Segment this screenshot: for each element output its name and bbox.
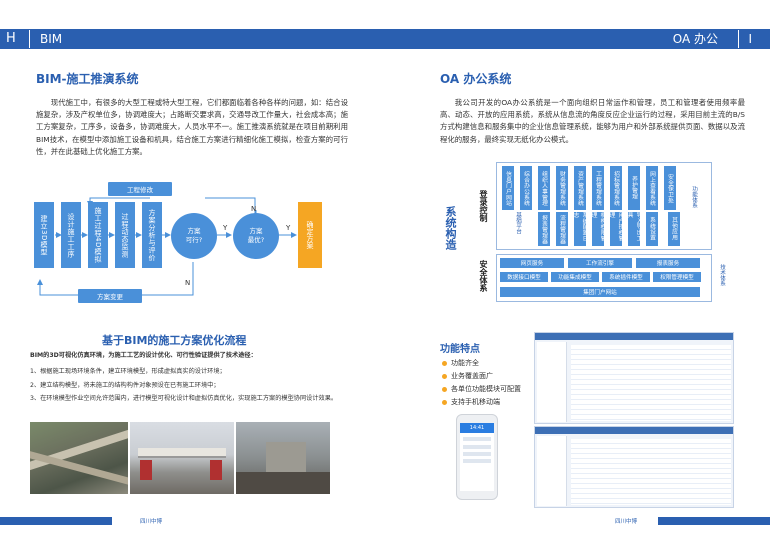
arch-bcol-4: 机构权限管理 <box>590 212 605 246</box>
bim-opt-item-2: 2、建立结构模型，将未施工的结构构件对象预设在已有施工环境中； <box>30 382 220 389</box>
feature-text-4: 支持手机移动端 <box>451 398 500 406</box>
arch-col-1: 信息门户网站 <box>502 166 514 210</box>
arch-system-structure: 系统构造 <box>444 206 457 250</box>
flow-step-2: 设计施工工序 <box>61 202 81 268</box>
flow-yes-label-1: Y <box>223 224 228 232</box>
arch-col-8: 养护管理 <box>628 166 640 210</box>
arch-row2-d: 权限管理模型 <box>653 272 701 282</box>
left-footer-text: 四川中博 <box>140 519 163 525</box>
arch-tech-frame <box>496 254 712 302</box>
bim-flow-diagram: 工程修改 建立3D模型 设计施工工序 施工过程4D模拟 过程动态监测 方案分析与… <box>30 180 330 308</box>
arch-row1-b: 工作流引擎 <box>568 258 632 268</box>
right-footer-text: 四川中博 <box>615 519 638 525</box>
flow-step-4: 过程动态监测 <box>115 202 135 268</box>
bullet-dot-icon <box>442 373 447 379</box>
construction-photo-1 <box>30 422 128 494</box>
flow-no-label-1: N <box>251 205 257 213</box>
phone-mockup: 14:41 <box>456 414 498 500</box>
left-footer: 四川中博 <box>0 517 385 525</box>
feature-item-4: 支持手机移动端 <box>442 397 500 407</box>
oa-section-title: OA 办公系统 <box>440 72 512 86</box>
flow-final-plan: 确定方案 <box>298 202 322 268</box>
bim-optimization-title: 基于BIM的施工方案优化流程 <box>102 334 247 347</box>
right-page-letter: I <box>748 32 752 46</box>
feature-text-2: 业务覆盖面广 <box>451 372 493 380</box>
feature-item-1: 功能齐全 <box>442 358 479 368</box>
left-header-title: BIM <box>40 32 63 46</box>
phone-clock: 14:41 <box>460 423 494 433</box>
arch-login-control: 登录控制 <box>479 190 488 222</box>
arch-security-system: 安全体系 <box>479 260 488 292</box>
oa-screenshot-2 <box>534 426 734 508</box>
bullet-dot-icon <box>442 399 447 405</box>
arch-bcol-7: 系统设置 <box>646 212 658 246</box>
arch-col-2: 综合办公系统 <box>520 166 532 210</box>
arch-col-3: 组织人事管理 <box>538 166 550 210</box>
bim-opt-item-1: 1、根据施工现场环境条件，建立环境模型，形成虚拟真实的设计环境； <box>30 368 226 375</box>
bim-opt-item-3: 3、在环境模型作业空间允许范围内，进行模型可视化设计和虚拟仿真优化，实现施工方案… <box>30 395 338 402</box>
arch-col-4: 财务管理系统 <box>556 166 568 210</box>
right-footer: 四川中博 <box>385 517 770 525</box>
feature-text-1: 功能齐全 <box>451 359 479 367</box>
feature-text-3: 各单位功能模块可配置 <box>451 385 521 393</box>
arch-col-5: 资产管理系统 <box>574 166 586 210</box>
arch-row3: 集团门户网站 <box>500 287 700 297</box>
flow-step-5: 方案分析与评价 <box>142 202 162 268</box>
bullet-dot-icon <box>442 386 447 392</box>
right-header-bar: OA 办公 I <box>385 29 770 49</box>
arch-col-9: 网上查看系统 <box>646 166 658 210</box>
arch-row1-a: 网页服务 <box>500 258 564 268</box>
right-header-divider <box>738 30 739 48</box>
arch-col-7: 招标管理系统 <box>610 166 622 210</box>
construction-photo-2 <box>130 422 234 494</box>
features-title: 功能特点 <box>440 344 480 355</box>
arch-function-system: 功能体系 <box>691 186 697 209</box>
arch-bcol-3: 系统配置日志 <box>572 212 587 246</box>
arch-function-frame <box>496 162 712 250</box>
flow-step-1: 建立3D模型 <box>34 202 54 268</box>
flow-step-3: 施工过程4D模拟 <box>88 202 108 268</box>
feature-item-3: 各单位功能模块可配置 <box>442 384 521 394</box>
arch-col-6: 工程管理系统 <box>592 166 604 210</box>
arch-basic-platform: 基础平台 <box>515 212 521 235</box>
flow-plan-change: 方案变更 <box>78 289 142 303</box>
arch-bcol-2: 流程管理器 <box>556 212 568 246</box>
flow-no-label-2: N <box>185 279 191 287</box>
arch-col-10: 安全保卫处 <box>664 166 676 210</box>
arch-row2-c: 系统插件模型 <box>602 272 650 282</box>
bim-intro-paragraph: 现代施工中，有很多的大型工程或特大型工程，它们都面临着各种各样的问题，如：结合设… <box>36 98 348 156</box>
arch-row1-c: 报表服务 <box>636 258 700 268</box>
arch-tech-system: 技术体系 <box>719 264 725 287</box>
left-page-letter: H <box>6 31 16 46</box>
phone-screen: 14:41 <box>460 423 494 491</box>
arch-misc-col: 其他应用 <box>668 212 680 246</box>
oa-intro-paragraph: 我公司开发的OA办公系统是一个面向组织日常运作和管理，员工和管理者使用频率最高、… <box>440 98 745 144</box>
flow-feasible-decision: 方案 可行? <box>171 213 217 259</box>
left-header-divider <box>29 30 30 48</box>
bim-section-title: BIM-施工推演系统 <box>36 72 139 86</box>
construction-photo-3 <box>236 422 330 494</box>
right-header-title: OA 办公 <box>672 32 718 46</box>
arch-bcol-6: 导入导出工具 <box>626 212 641 246</box>
arch-bcol-1: 报表管理器 <box>538 212 550 246</box>
bim-optimization-intro: BIM的3D可视化仿真环境，为施工工艺的设计优化、可行性验证提供了技术途径： <box>30 352 257 359</box>
oa-screenshot-1 <box>534 332 734 424</box>
arch-row2-a: 数据接口模型 <box>500 272 548 282</box>
left-header-bar: H BIM <box>0 29 385 49</box>
bullet-dot-icon <box>442 360 447 366</box>
feature-item-2: 业务覆盖面广 <box>442 371 493 381</box>
flow-engineering-modify: 工程修改 <box>108 182 172 196</box>
flow-optimal-decision: 方案 最优? <box>233 213 279 259</box>
arch-bcol-5: 用户授权管理 <box>608 212 623 246</box>
flow-yes-label-2: Y <box>286 224 291 232</box>
oa-architecture-diagram: 登录控制 系统构造 安全体系 信息门户网站 综合办公系统 组织人事管理 财务管理… <box>440 160 745 305</box>
arch-row2-b: 功能集成模型 <box>551 272 599 282</box>
